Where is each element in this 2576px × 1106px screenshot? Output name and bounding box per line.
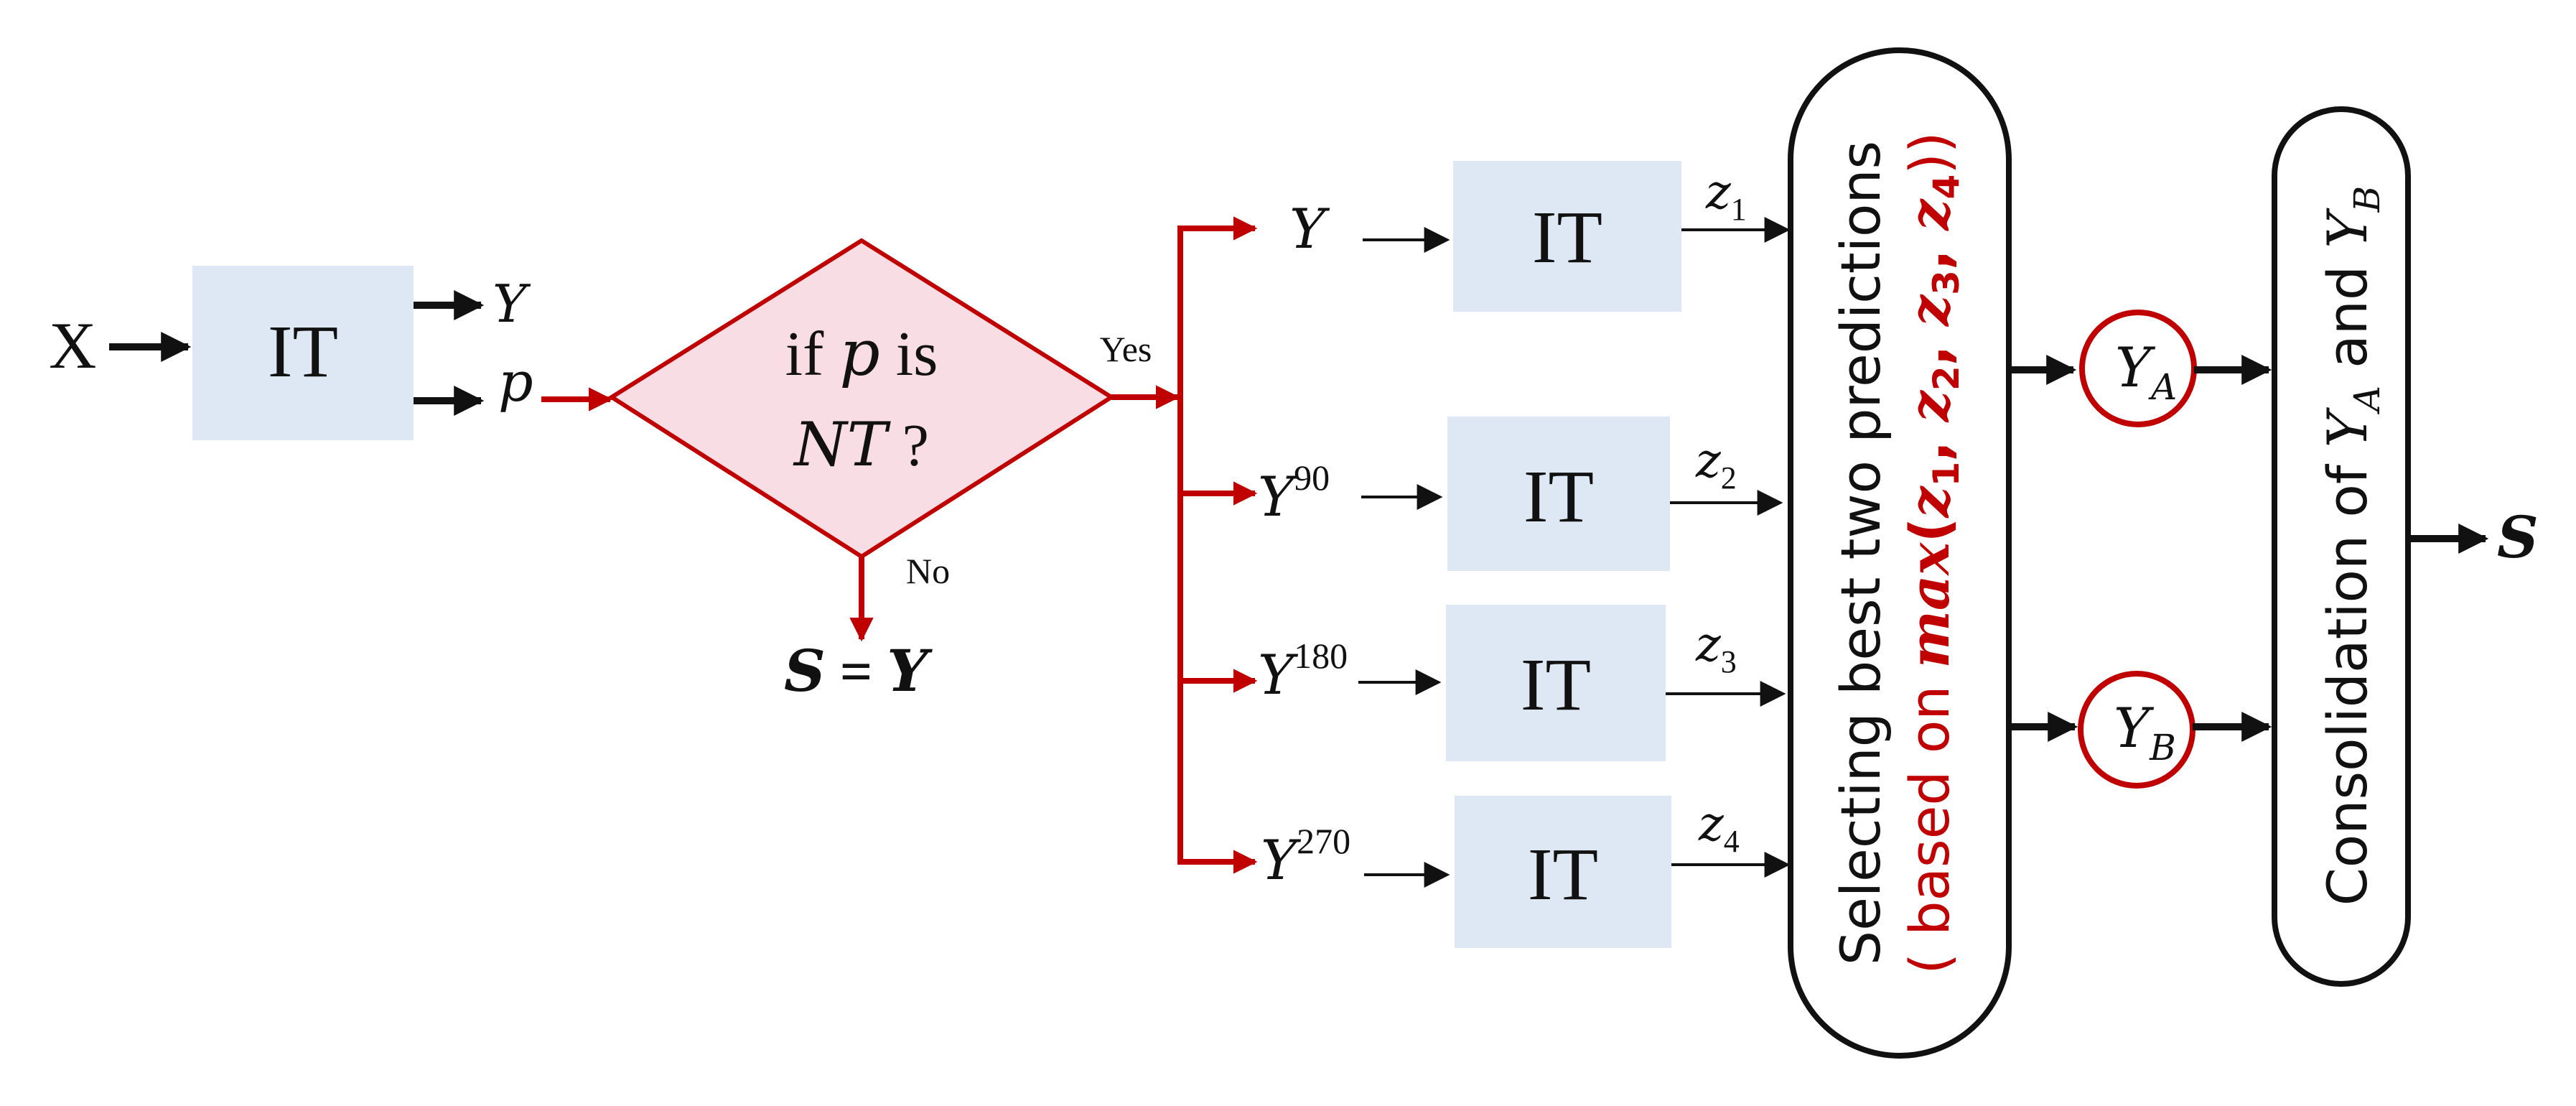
branch-180-it-label: IT: [1521, 643, 1591, 726]
branch-180-it-block: [1446, 605, 1666, 761]
branch-0-score: z1: [1705, 164, 1747, 227]
decision-line-2: NT ?: [793, 409, 929, 480]
branch-90-it-block: [1447, 417, 1670, 571]
branch-0-it-block: [1453, 161, 1681, 312]
selected-a-label: YA: [2115, 335, 2177, 408]
branch-90-it-label: IT: [1523, 455, 1594, 538]
input-x-label: X: [49, 309, 96, 382]
no-result-equation: S = Y: [784, 637, 933, 705]
selector-line-1: Selecting best two predictions: [1829, 141, 1893, 965]
decision-diamond: if p is NT ?: [607, 238, 1116, 559]
branch-row-0: Y IT z1: [1289, 161, 1791, 312]
output-s-label: S: [2497, 503, 2539, 571]
branch-270-it-block: [1455, 796, 1671, 948]
branch-270-var: Y270: [1261, 821, 1350, 892]
selected-a-circle: YA: [2079, 310, 2197, 427]
branch-270-score: z4: [1698, 796, 1740, 859]
yes-label: Yes: [1100, 329, 1152, 369]
branch-90-var: Y90: [1258, 457, 1330, 529]
consolidation-box: Consolidation of YA and YB: [2272, 106, 2411, 987]
output-y-label: Y: [493, 274, 531, 334]
no-label: No: [906, 551, 950, 591]
branch-180-score: z3: [1695, 617, 1737, 679]
branch-0-var: Y: [1289, 197, 1330, 261]
branch-row-90: Y90 IT z2: [1258, 417, 1783, 571]
output-p-label: p: [498, 350, 533, 414]
selected-b-label: YB: [2114, 696, 2176, 768]
branch-180-var: Y180: [1258, 636, 1348, 707]
selected-b-circle: YB: [2078, 671, 2195, 789]
first-it-label: IT: [268, 310, 338, 393]
branch-row-180: Y180 IT z3: [1258, 605, 1786, 761]
selector-line-2: ( based on max(z1, z2, z3, z4)): [1898, 131, 1967, 974]
consolidation-label: Consolidation of YA and YB: [2315, 186, 2388, 906]
decision-line-1: if p is: [785, 316, 938, 390]
branch-0-it-label: IT: [1532, 196, 1602, 279]
branch-90-score: z2: [1695, 433, 1737, 496]
first-it-block: IT: [192, 266, 414, 440]
selector-box: Selecting best two predictions ( based o…: [1788, 47, 2012, 1059]
branch-bus: [1177, 216, 1258, 874]
branch-row-270: Y270 IT z4: [1261, 796, 1791, 948]
branch-270-it-label: IT: [1528, 833, 1598, 916]
